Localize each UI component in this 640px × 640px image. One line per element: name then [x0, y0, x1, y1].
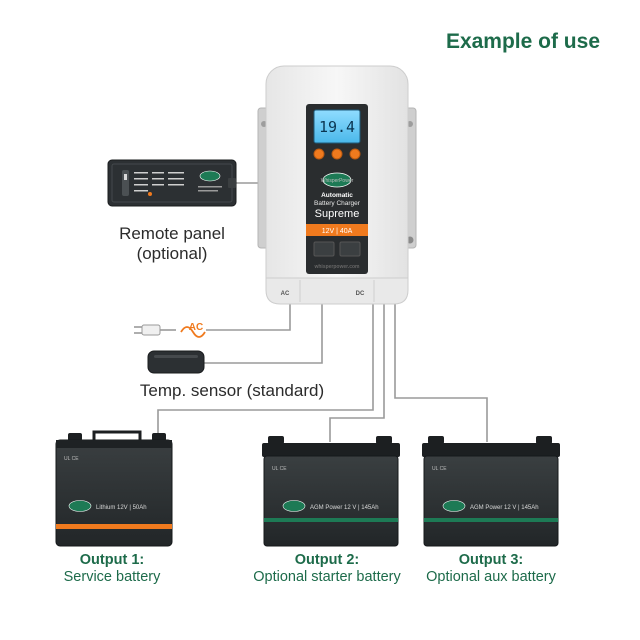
battery-output-1: UL CE Lithium 12V | 50Ah Output 1: Servi…: [55, 430, 173, 585]
battery-body: [263, 455, 399, 547]
battery-terminal-pos: [268, 436, 284, 444]
temp-sensor-body: [147, 350, 205, 374]
wires: [157, 182, 488, 442]
battery-ce-mark: UL CE: [272, 466, 287, 472]
battery-type: Lithium 12V | 50Ah: [96, 505, 147, 511]
temp-sensor-label: Temp. sensor (standard): [140, 381, 324, 400]
charger-bottom-cap: [265, 277, 409, 305]
battery-terminal-neg: [536, 436, 552, 444]
charger-connector-right: [339, 241, 361, 257]
ac-badge: AC: [189, 322, 203, 333]
battery-body: [423, 455, 559, 547]
battery-stripe: [424, 518, 558, 522]
plug-icon: [141, 324, 161, 336]
charger-kind-line1: Automatic: [321, 192, 353, 199]
ac-port-label: AC: [281, 291, 290, 297]
battery-output-2: UL CE AGM Power 12 V | 145Ah Output 2: O…: [253, 436, 401, 585]
remote-logo-icon: [199, 170, 221, 182]
battery-logo-icon: [68, 500, 92, 512]
battery-terminal-neg: [152, 433, 166, 441]
remote-label-line2: (optional): [137, 244, 208, 263]
battery-charger: AC DC 19.4 WhisperPower Automatic Batter…: [257, 65, 417, 305]
output-3-wire: [394, 300, 488, 442]
battery-3-heading: Output 3:: [459, 552, 523, 568]
battery-stripe: [264, 518, 398, 522]
battery-logo-icon: [282, 500, 306, 512]
battery-ce-mark: UL CE: [64, 456, 79, 462]
battery-3-subtitle: Optional aux battery: [426, 569, 557, 585]
battery-output-3: UL CE AGM Power 12 V | 145Ah Output 3: O…: [422, 436, 560, 585]
page-title: Example of use: [446, 30, 600, 53]
battery-2-subtitle: Optional starter battery: [253, 569, 401, 585]
battery-stripe: [56, 524, 172, 529]
charger-brand: WhisperPower: [321, 178, 354, 184]
remote-connector: [228, 178, 236, 188]
lcd-readout: 19.4: [319, 118, 355, 136]
remote-panel: Remote panel (optional): [107, 159, 237, 263]
temp-sensor-wire: [204, 302, 323, 364]
charger-model: Supreme: [315, 208, 360, 220]
charger-kind-line2: Battery Charger: [314, 200, 361, 207]
battery-2-heading: Output 2:: [295, 552, 359, 568]
ac-mains-wire: [228, 302, 291, 331]
charger-spec: 12V | 40A: [322, 228, 353, 235]
ac-wave-icon: [180, 326, 206, 338]
battery-terminal-neg: [376, 436, 392, 444]
battery-logo-icon: [442, 500, 466, 512]
output-2-wire: [329, 300, 385, 442]
battery-1-heading: Output 1:: [80, 552, 144, 568]
remote-led-icon: [148, 192, 152, 196]
battery-terminal-pos: [428, 436, 444, 444]
battery-type: AGM Power 12 V | 145Ah: [310, 505, 379, 511]
charger-website: whisperpower.com: [313, 264, 360, 270]
battery-1-subtitle: Service battery: [64, 569, 161, 585]
battery-type: AGM Power 12 V | 145Ah: [470, 505, 539, 511]
temp-sensor: Temp. sensor (standard): [140, 350, 324, 400]
output-1-wire: [157, 300, 374, 440]
remote-switch-icon: [122, 170, 129, 196]
remote-label-line1: Remote panel: [119, 224, 225, 243]
remote-led-rows: [134, 172, 184, 192]
charger-lcd: [313, 109, 361, 144]
battery-handle-icon: [92, 430, 142, 440]
charger-connector-left: [313, 241, 335, 257]
battery-terminal-pos: [68, 433, 82, 441]
battery-lid: [422, 443, 560, 457]
whisperpower-logo-icon: [322, 172, 352, 188]
battery-lid: [262, 443, 400, 457]
charger-button-left[interactable]: [313, 148, 325, 160]
ac-plug: AC: [134, 322, 228, 338]
dc-port-label: DC: [356, 291, 365, 297]
charger-button-right[interactable]: [349, 148, 361, 160]
charger-button-middle[interactable]: [331, 148, 343, 160]
battery-ce-mark: UL CE: [432, 466, 447, 472]
charger-spec-band: [306, 224, 368, 236]
